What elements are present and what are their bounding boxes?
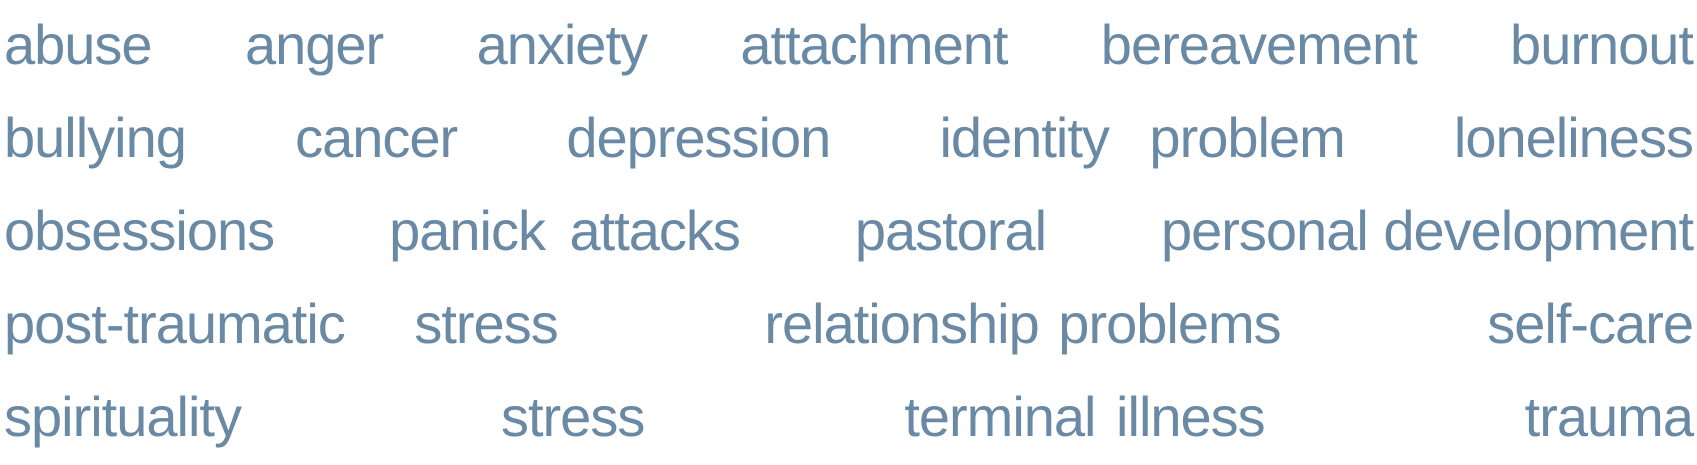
tag-depression[interactable]: depression (566, 106, 831, 169)
tag-personal-development[interactable]: personal development (1160, 199, 1694, 262)
tag-cloud-row-4: post-traumatic stress relationship probl… (0, 279, 1697, 372)
tag-abuse[interactable]: abuse (4, 13, 153, 76)
tag-terminal-illness[interactable]: terminal illness (904, 385, 1265, 448)
tag-identity-problem[interactable]: identity problem (939, 106, 1345, 169)
tag-cloud-row-5: spirituality stress terminal illness tra… (0, 372, 1697, 465)
tag-self-care[interactable]: self-care (1487, 292, 1694, 355)
tag-cloud-row-3: obsessions panick attacks pastoral perso… (0, 186, 1697, 279)
tag-obsessions[interactable]: obsessions (4, 199, 275, 262)
tag-anxiety[interactable]: anxiety (476, 13, 648, 76)
tag-stress[interactable]: stress (500, 385, 645, 448)
tag-spirituality[interactable]: spirituality (4, 385, 242, 448)
tag-panick-attacks[interactable]: panick attacks (389, 199, 741, 262)
tag-loneliness[interactable]: loneliness (1453, 106, 1694, 169)
tag-pastoral[interactable]: pastoral (854, 199, 1047, 262)
tag-relationship-problems[interactable]: relationship problems (764, 292, 1281, 355)
tag-anger[interactable]: anger (244, 13, 384, 76)
tag-cancer[interactable]: cancer (295, 106, 458, 169)
tag-burnout[interactable]: burnout (1510, 13, 1694, 76)
tag-bereavement[interactable]: bereavement (1100, 13, 1418, 76)
tag-bullying[interactable]: bullying (4, 106, 187, 169)
tag-post-traumatic-stress[interactable]: post-traumatic stress (4, 292, 559, 355)
tag-attachment[interactable]: attachment (740, 13, 1008, 76)
tag-trauma[interactable]: trauma (1524, 385, 1694, 448)
tag-cloud-row-2: bullying cancer depression identity prob… (0, 93, 1697, 186)
tag-cloud-row-1: abuse anger anxiety attachment bereaveme… (0, 0, 1697, 93)
